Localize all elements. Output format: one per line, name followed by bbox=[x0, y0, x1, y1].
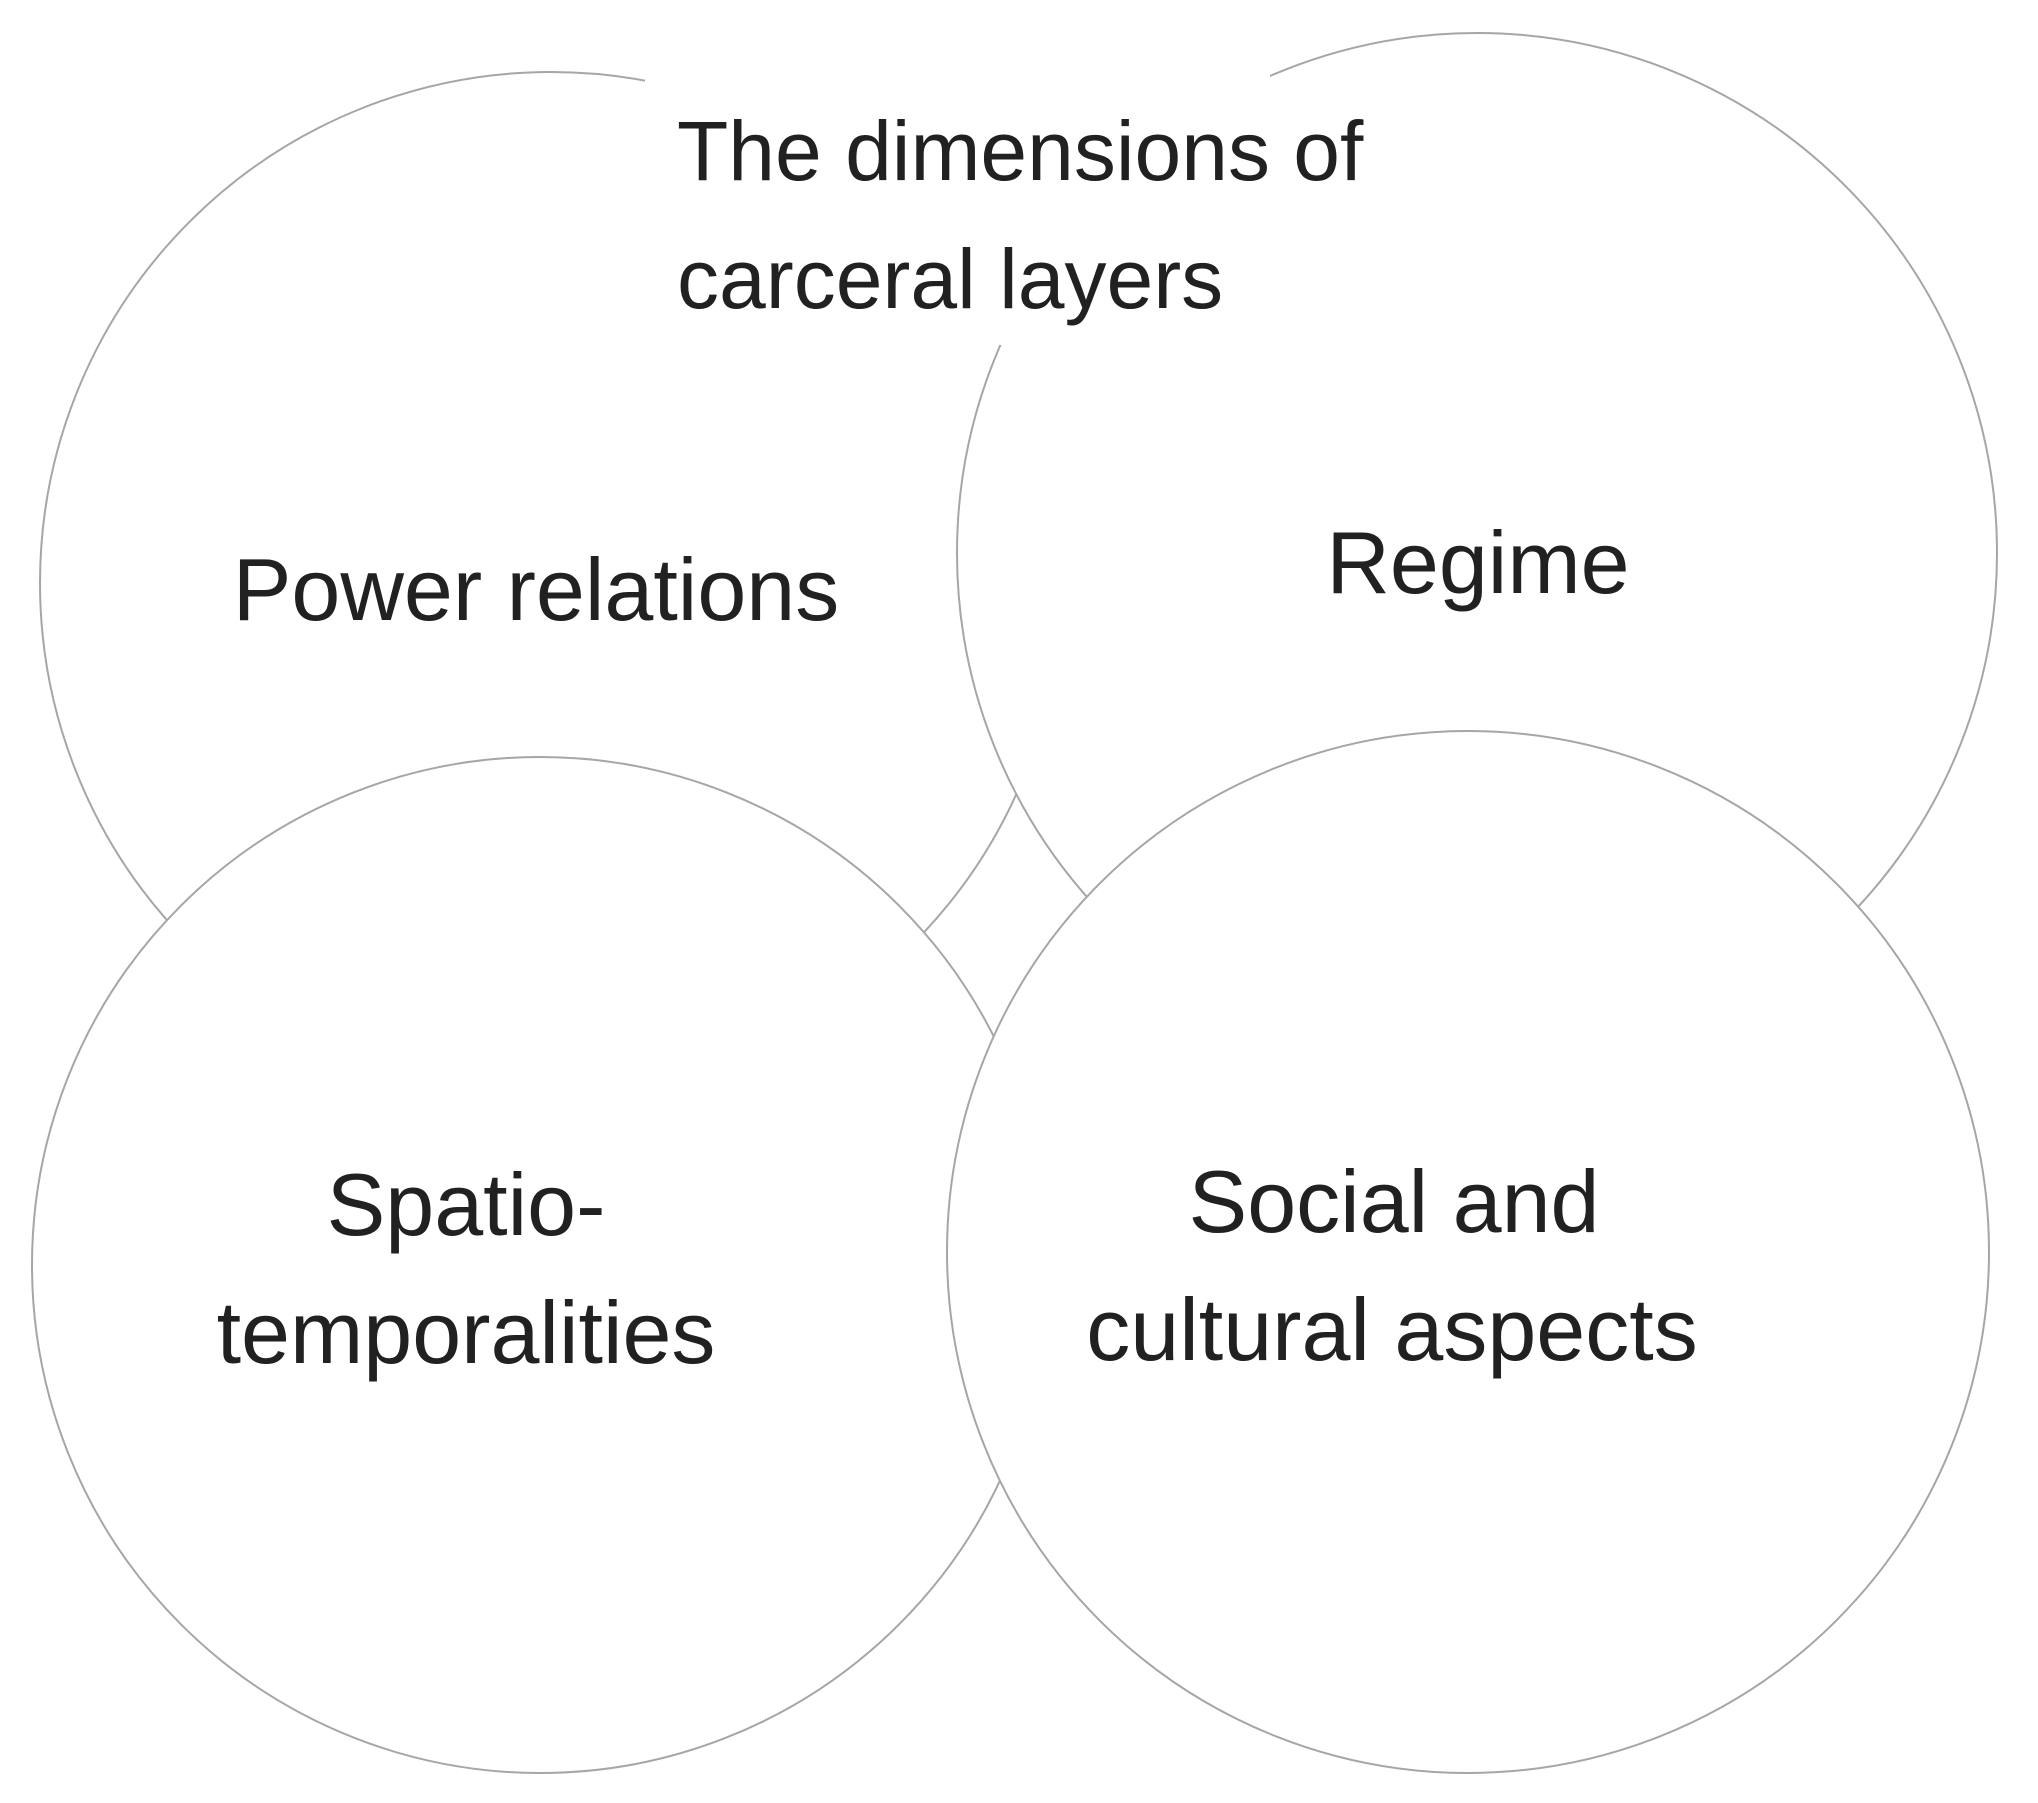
title-background bbox=[645, 58, 1270, 345]
label-spatio-temporalities-line-2: temporalities bbox=[217, 1283, 716, 1382]
venn-circle-social-cultural bbox=[946, 730, 1990, 1774]
diagram-title-line-2: carceral layers bbox=[677, 232, 1223, 326]
label-spatio-temporalities-line-1: Spatio- bbox=[327, 1155, 606, 1254]
label-power-relations: Power relations bbox=[233, 540, 840, 639]
label-social-cultural-line-2: cultural aspects bbox=[1086, 1280, 1697, 1379]
diagram-title-line-1: The dimensions of bbox=[677, 104, 1364, 198]
venn-circle-spatio-temporalities bbox=[31, 756, 1049, 1774]
label-social-cultural-line-1: Social and bbox=[1189, 1152, 1600, 1251]
label-regime: Regime bbox=[1326, 513, 1629, 612]
